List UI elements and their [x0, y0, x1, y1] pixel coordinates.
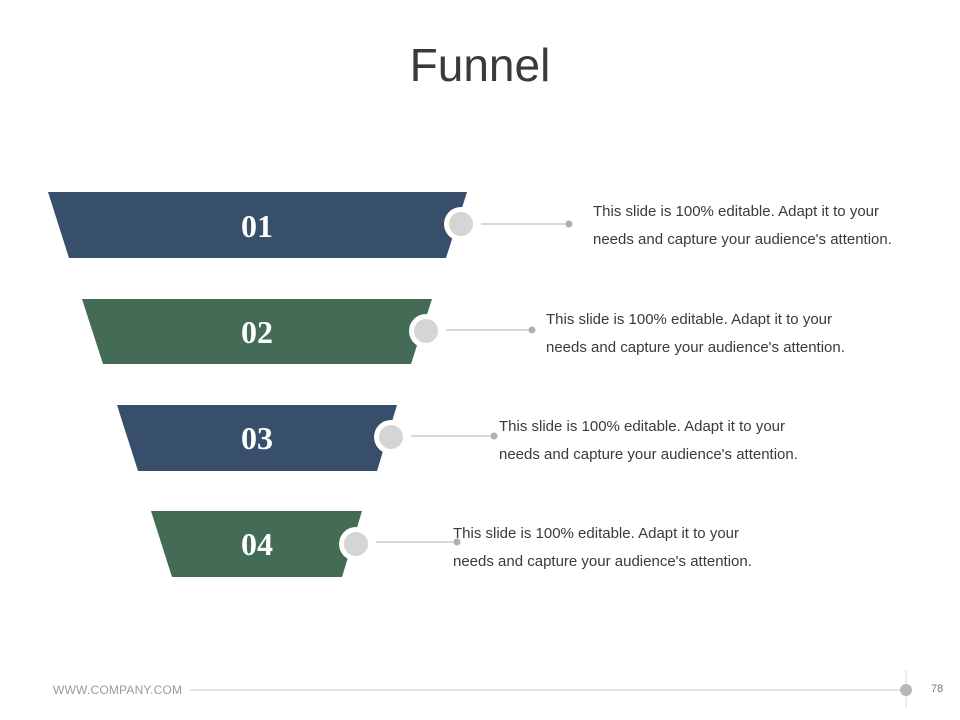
- step-description-4: This slide is 100% editable. Adapt it to…: [453, 520, 793, 576]
- connector-dot-inner-2: [414, 319, 438, 343]
- page-title: Funnel: [409, 39, 551, 91]
- step-number-1: 01: [241, 208, 273, 244]
- connector-dot-inner-4: [344, 532, 368, 556]
- funnel-step-1: 01: [48, 192, 573, 258]
- step-description-1: This slide is 100% editable. Adapt it to…: [593, 198, 933, 254]
- funnel-segment-4: [151, 511, 362, 577]
- funnel-step-3: 03: [117, 405, 498, 471]
- step-number-2: 02: [241, 314, 273, 350]
- connector-dot-inner-1: [449, 212, 473, 236]
- step-description-1-line2: needs and capture your audience's attent…: [593, 231, 892, 248]
- funnel-step-2: 02: [82, 299, 536, 364]
- funnel-segment-3: [117, 405, 397, 471]
- step-number-4: 04: [241, 526, 273, 562]
- funnel-segment-2: [82, 299, 432, 364]
- step-number-3: 03: [241, 420, 273, 456]
- step-description-3-line1: This slide is 100% editable. Adapt it to…: [499, 418, 785, 435]
- funnel-step-4: 04: [151, 511, 461, 577]
- connector-dot-inner-3: [379, 425, 403, 449]
- connector-end-2: [528, 326, 536, 334]
- page-number: 78: [931, 683, 944, 695]
- funnel-segment-1: [48, 192, 467, 258]
- step-description-4-line1: This slide is 100% editable. Adapt it to…: [453, 525, 739, 542]
- step-description-3-line2: needs and capture your audience's attent…: [499, 446, 798, 463]
- connector-end-3: [490, 432, 498, 440]
- connector-end-4: [453, 538, 461, 546]
- step-description-1-line1: This slide is 100% editable. Adapt it to…: [593, 203, 879, 220]
- step-description-2-line1: This slide is 100% editable. Adapt it to…: [546, 311, 832, 328]
- connector-end-1: [565, 220, 573, 228]
- step-description-4-line2: needs and capture your audience's attent…: [453, 553, 752, 570]
- step-description-3: This slide is 100% editable. Adapt it to…: [499, 413, 839, 469]
- footer-dot: [900, 684, 912, 696]
- step-description-2-line2: needs and capture your audience's attent…: [546, 339, 845, 356]
- footer-url[interactable]: WWW.COMPANY.COM: [53, 683, 183, 697]
- step-description-2: This slide is 100% editable. Adapt it to…: [546, 306, 886, 362]
